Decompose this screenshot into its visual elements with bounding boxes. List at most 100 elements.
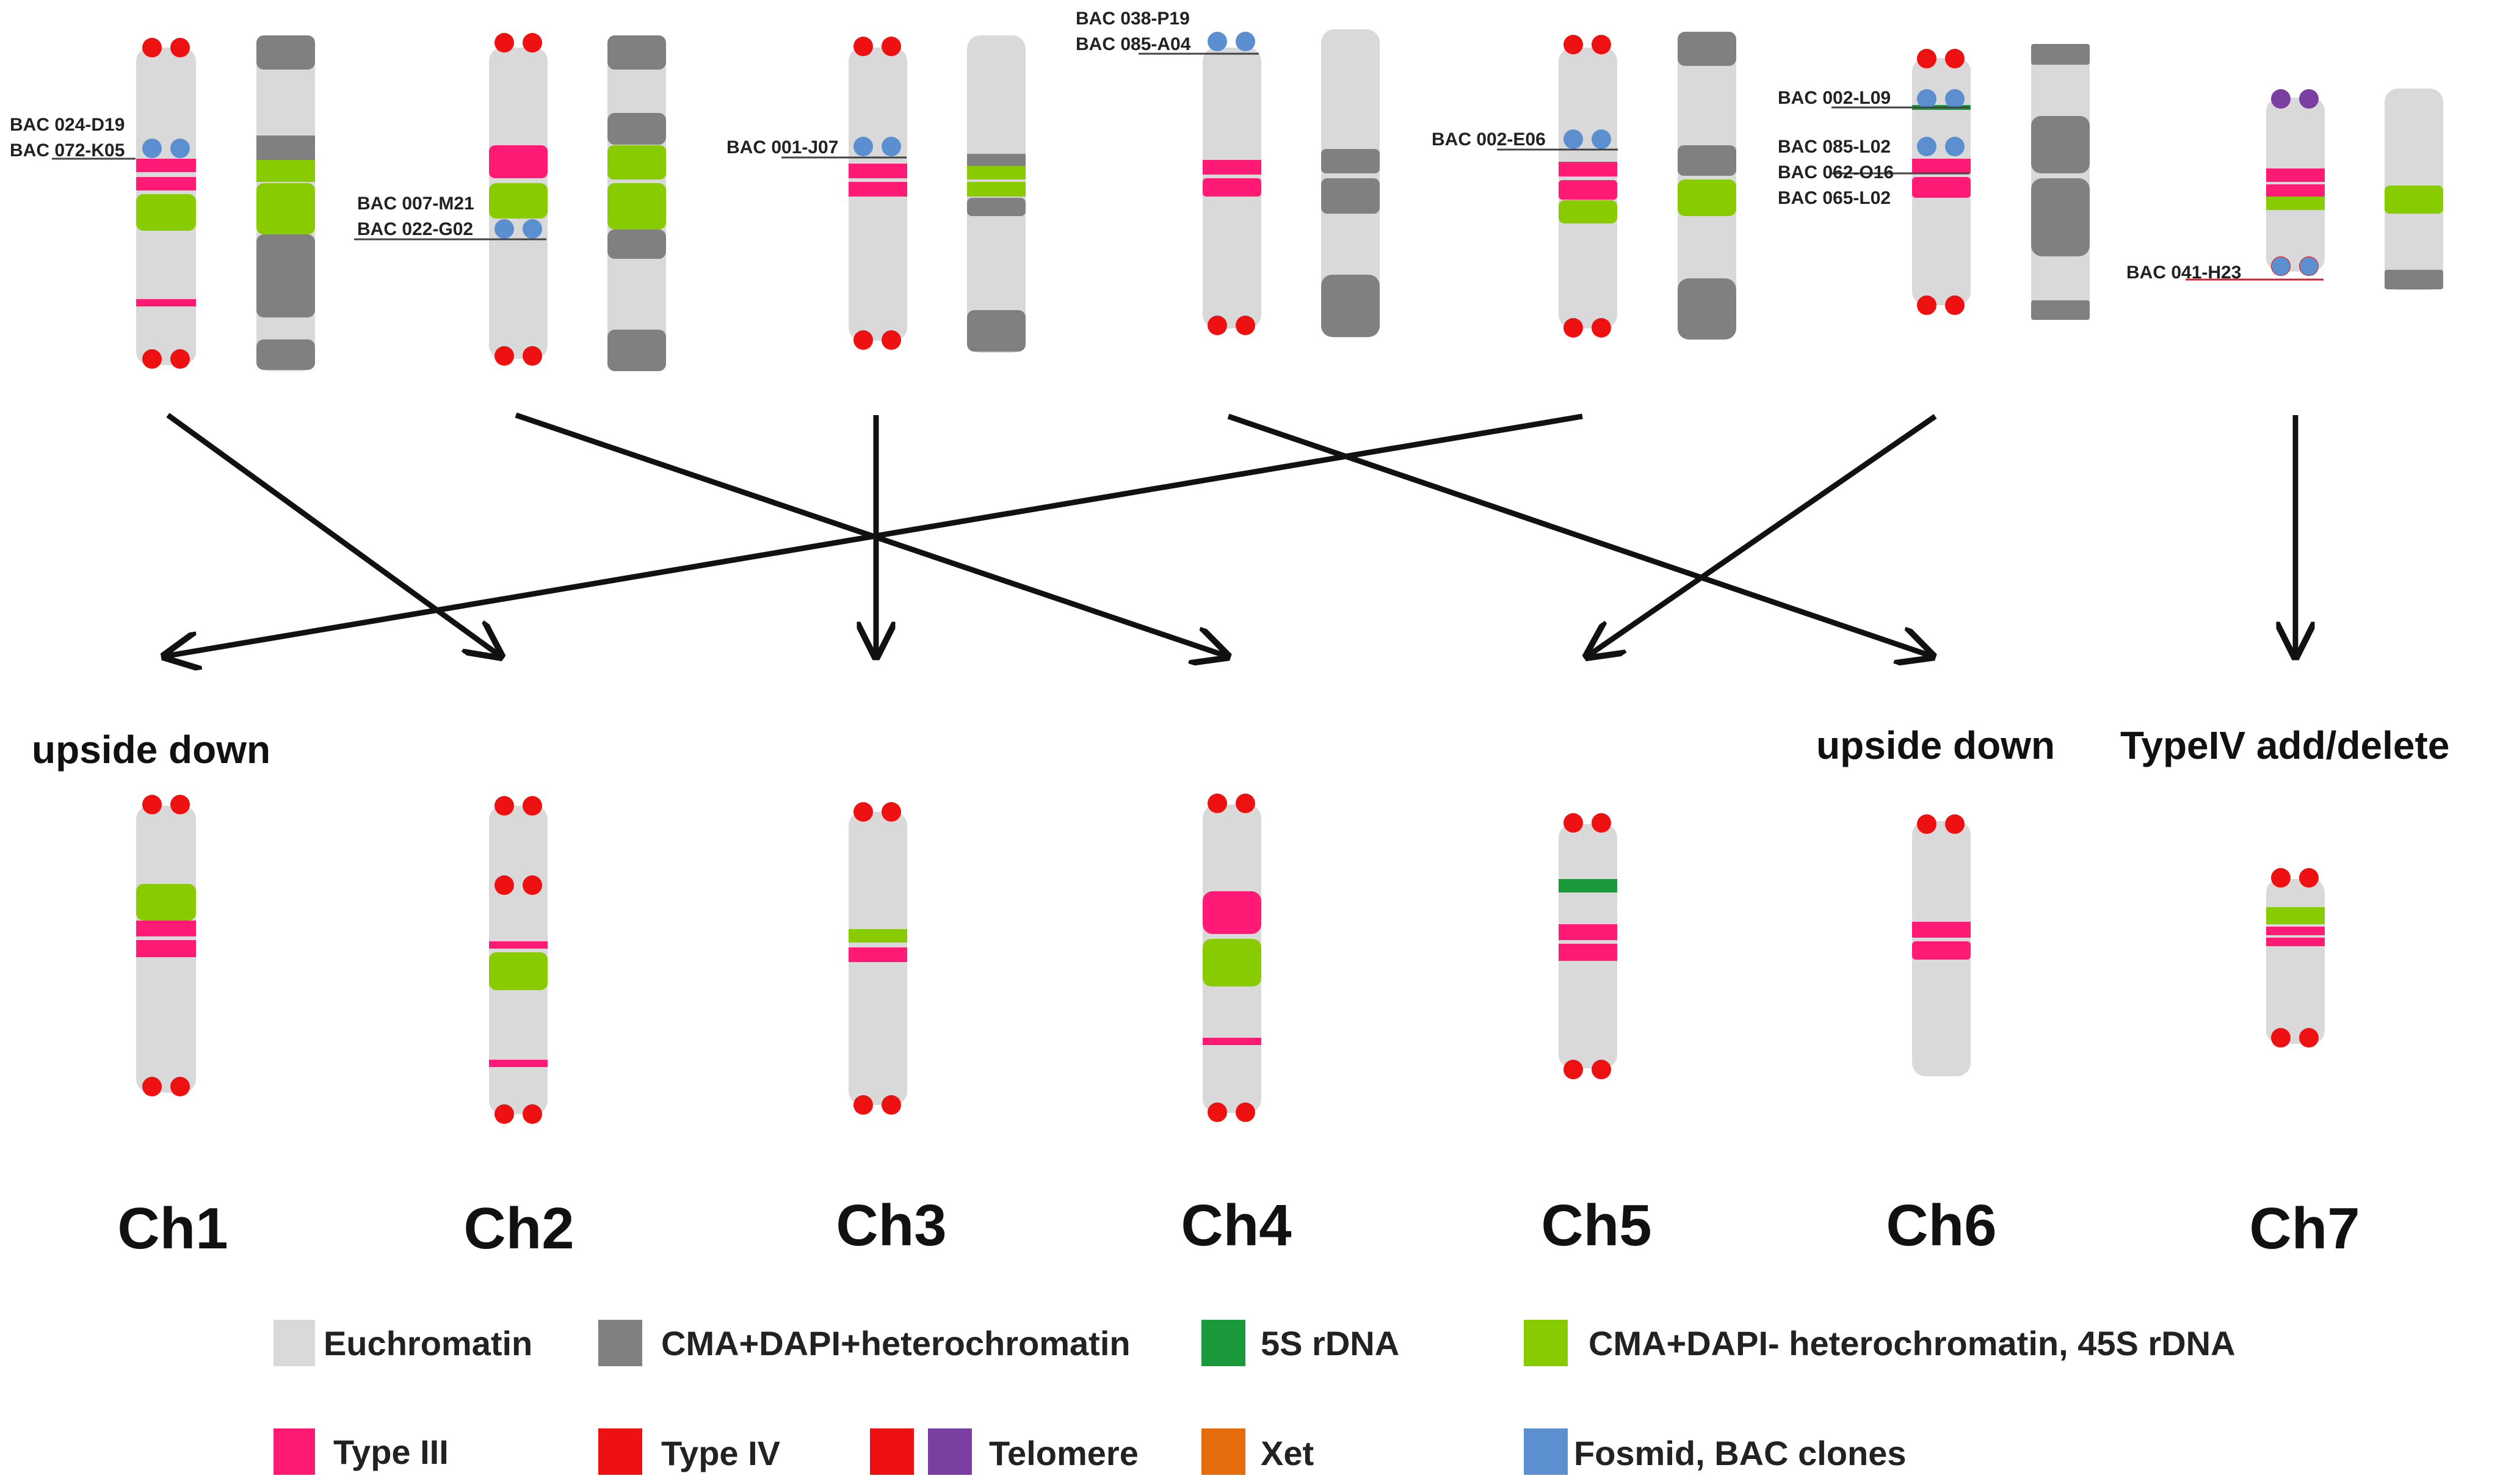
telomere-dot xyxy=(1592,813,1611,833)
cma-dapi-plus-band xyxy=(1321,149,1380,173)
bac-clone-dot xyxy=(1592,129,1611,149)
cma-dapi-minus-band xyxy=(2266,197,2325,210)
bac-clone-dot xyxy=(2272,257,2290,275)
bac-clone-dot xyxy=(853,137,873,156)
bac-clone-dot xyxy=(1236,32,1255,51)
type-iii-band xyxy=(1559,924,1617,940)
legend-swatch xyxy=(598,1320,642,1366)
type-iii-band xyxy=(849,182,907,197)
clone-label: BAC 024-D19 xyxy=(10,115,125,135)
cma-dapi-plus-band xyxy=(256,136,315,160)
cma-dapi-plus-band xyxy=(607,330,666,371)
bac-clone-dot xyxy=(1563,129,1583,149)
top-chromosome-3-right xyxy=(967,35,1026,353)
bac-clone-dot xyxy=(142,139,162,158)
cma-dapi-plus-band xyxy=(1678,32,1736,66)
top-chromosome-6-left xyxy=(1912,49,1971,315)
telomere-dot xyxy=(1236,1102,1255,1122)
legend-item-type-iv: Type IV xyxy=(598,1428,780,1475)
bac-clone-dot xyxy=(523,219,542,239)
cma-dapi-plus-band xyxy=(256,35,315,70)
telomere-dot xyxy=(1208,794,1227,813)
telomere-dot xyxy=(1563,813,1583,833)
type-iii-band xyxy=(1203,160,1261,175)
telomere-dot xyxy=(1945,814,1965,834)
telomere-purple-dot xyxy=(2271,89,2291,109)
top-chromosome-2-right xyxy=(607,35,666,371)
cma-dapi-plus-band xyxy=(1678,278,1736,339)
cma-dapi-minus-band xyxy=(967,166,1026,179)
telomere-dot xyxy=(170,795,190,814)
legend-swatch xyxy=(598,1428,642,1475)
type-iii-band xyxy=(1559,944,1617,961)
legend-item-telomere: Telomere xyxy=(870,1428,1139,1475)
type-iii-band xyxy=(1912,941,1971,960)
cma-dapi-minus-band xyxy=(849,929,907,943)
cma-dapi-minus-band xyxy=(136,884,196,921)
legend-swatch xyxy=(273,1320,315,1366)
clone-label: BAC 062-O16 xyxy=(1778,162,1894,183)
telomere-dot xyxy=(2299,868,2319,888)
type-iii-band xyxy=(849,947,907,962)
legend-swatch xyxy=(1201,1428,1245,1475)
top-pair-3: BAC 001-J07 xyxy=(726,35,1026,353)
top-pair-5: BAC 002-E06 xyxy=(1432,32,1736,340)
telomere-dot xyxy=(494,33,514,52)
bottom-chromosome-ch6 xyxy=(1912,814,1971,1076)
telomere-dot xyxy=(1236,794,1255,813)
telomere-dot xyxy=(523,875,542,895)
bottom-chromosome-ch3 xyxy=(849,802,907,1115)
telomere-dot xyxy=(1563,1060,1583,1079)
top-chromosome-4-left xyxy=(1203,32,1261,335)
top-chromosome-4-right xyxy=(1321,29,1380,338)
telomere-dot xyxy=(882,802,901,822)
bottom-chromosome-ch2 xyxy=(489,796,548,1124)
telomere-dot xyxy=(142,1077,162,1096)
type-iii-band xyxy=(1203,178,1261,197)
clone-label: BAC 041-H23 xyxy=(2126,262,2241,283)
telomere-dot xyxy=(170,1077,190,1096)
cma-dapi-minus-band xyxy=(967,182,1026,197)
cma-dapi-plus-band xyxy=(607,35,666,70)
chromosome-label-ch1: Ch1 xyxy=(117,1196,228,1261)
top-pair-1: BAC 024-D19 BAC 072-K05 xyxy=(10,35,315,371)
type-iii-band xyxy=(489,941,548,949)
telomere-dot xyxy=(853,37,873,56)
legend-label: Fosmid, BAC clones xyxy=(1574,1434,1907,1472)
type-iii-band xyxy=(136,940,196,957)
cma-dapi-plus-band xyxy=(2031,300,2090,320)
top-pair-4: BAC 038-P19 BAC 085-A04 xyxy=(1076,9,1380,338)
bottom-chromosome-ch4 xyxy=(1203,794,1261,1122)
telomere-dot xyxy=(882,37,901,56)
telomere-dot xyxy=(170,349,190,369)
type-iii-band xyxy=(849,164,907,178)
telomere-dot xyxy=(1208,1102,1227,1122)
top-chromosome-7-right xyxy=(2385,89,2443,290)
top-chromosome-1-left xyxy=(136,38,196,369)
cma-dapi-minus-band xyxy=(1559,200,1617,223)
cma-dapi-plus-band xyxy=(967,310,1026,352)
rearrangement-arrows xyxy=(165,412,2295,656)
type-iii-band xyxy=(1912,159,1971,173)
type-iii-band xyxy=(1912,177,1971,198)
chromosome-label-ch5: Ch5 xyxy=(1541,1193,1651,1258)
telomere-dot xyxy=(1563,35,1583,54)
telomere-dot xyxy=(523,796,542,816)
cma-dapi-plus-band xyxy=(1321,275,1380,337)
type-iii-band xyxy=(1559,162,1617,176)
telomere-dot xyxy=(1208,316,1227,335)
clone-label: BAC 085-L02 xyxy=(1778,137,1891,157)
type-iii-band xyxy=(2266,168,2325,182)
telomere-dot xyxy=(853,802,873,822)
bac-clone-dot xyxy=(1945,137,1965,156)
telomere-dot xyxy=(494,1104,514,1124)
legend-label: Type IV xyxy=(661,1434,780,1472)
telomere-dot xyxy=(494,875,514,895)
chromosome-label-ch2: Ch2 xyxy=(463,1196,574,1261)
cma-dapi-plus-band xyxy=(607,230,666,259)
top-chromosome-2-left xyxy=(489,33,548,366)
top-pair-2: BAC 007-M21 BAC 022-G02 xyxy=(354,33,666,371)
telomere-dot xyxy=(2299,1028,2319,1048)
telomere-dot xyxy=(1592,35,1611,54)
